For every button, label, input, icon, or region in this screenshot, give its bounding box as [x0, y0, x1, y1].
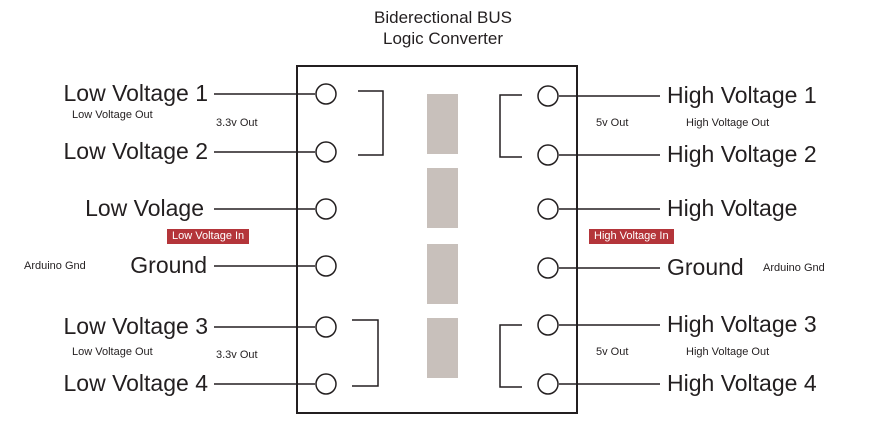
right-pin-label-2: High Voltage 2 — [667, 141, 817, 167]
right-top-volts-note: 5v Out — [596, 117, 629, 129]
right-pin-label-6: High Voltage 4 — [667, 370, 817, 396]
left-pin-label-1: Low Voltage 1 — [63, 80, 208, 106]
left-pin-hole-6 — [315, 373, 337, 395]
chip-block-3 — [427, 244, 458, 304]
left-pin-label-6: Low Voltage 4 — [63, 370, 208, 396]
right-pin-hole-6 — [537, 373, 559, 395]
right-pin-hole-1 — [537, 85, 559, 107]
chip-block-4 — [427, 318, 458, 378]
left-pin-hole-1 — [315, 83, 337, 105]
right-pin-label-3: High Voltage — [667, 195, 798, 221]
right-bottom-volts-note: 5v Out — [596, 346, 629, 358]
left-pin-label-5: Low Voltage 3 — [63, 313, 208, 339]
right-pin-label-5: High Voltage 3 — [667, 311, 817, 337]
left-pin-label-3: Low Volage — [85, 195, 204, 221]
right-top-out-note: High Voltage Out — [686, 117, 770, 129]
right-bottom-bracket — [499, 324, 522, 388]
right-bottom-out-note: High Voltage Out — [686, 346, 770, 358]
left-bottom-volts-note: 3.3v Out — [216, 349, 258, 361]
right-ground-note: Arduino Gnd — [763, 262, 825, 274]
left-top-volts-note: 3.3v Out — [216, 117, 258, 129]
left-pin-hole-3 — [315, 198, 337, 220]
right-pin-label-4: Ground — [667, 254, 744, 280]
left-bottom-out-note: Low Voltage Out — [72, 346, 153, 358]
low-voltage-in-badge: Low Voltage In — [167, 229, 250, 244]
diagram-title-line2: Logic Converter — [382, 29, 503, 48]
right-pin-hole-5 — [537, 314, 559, 336]
left-ground-note: Arduino Gnd — [24, 260, 86, 272]
right-top-bracket — [499, 94, 522, 158]
left-pin-label-2: Low Voltage 2 — [63, 138, 208, 164]
right-pin-hole-2 — [537, 144, 559, 166]
left-pin-hole-4 — [315, 255, 337, 277]
right-pin-hole-3 — [537, 198, 559, 220]
left-bottom-bracket — [352, 319, 379, 387]
chip-block-1 — [427, 94, 458, 154]
left-pin-hole-5 — [315, 316, 337, 338]
right-pin-hole-4 — [537, 257, 559, 279]
high-voltage-in-badge: High Voltage In — [589, 229, 674, 244]
left-top-out-note: Low Voltage Out — [72, 109, 153, 121]
left-top-bracket — [358, 90, 384, 156]
left-pin-hole-2 — [315, 141, 337, 163]
chip-block-2 — [427, 168, 458, 228]
left-pin-label-4: Ground — [130, 252, 207, 278]
board-outline — [296, 65, 578, 414]
diagram-title-line1: Biderectional BUS — [374, 8, 512, 27]
right-pin-label-1: High Voltage 1 — [667, 82, 817, 108]
